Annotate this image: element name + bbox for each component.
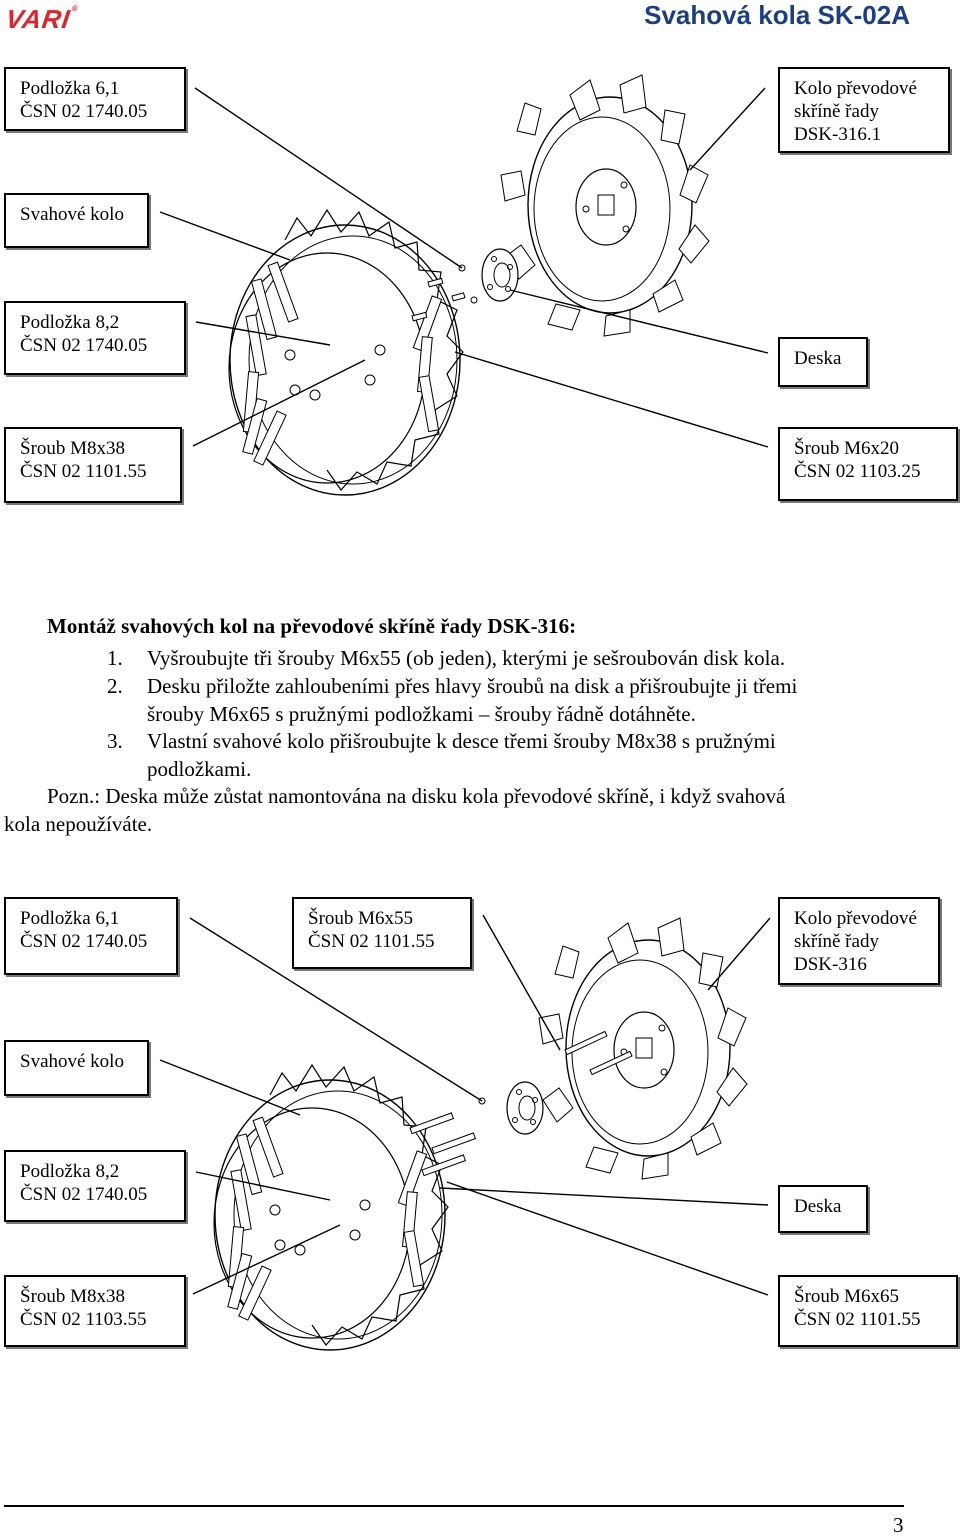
label-slope-wheel-2: Svahové kolo xyxy=(4,1040,149,1096)
label-plate-1: Deska xyxy=(778,337,868,387)
gear-wheel-drawing-1 xyxy=(500,74,710,337)
document-title: Svahová kola SK-02A xyxy=(644,0,910,30)
step-3: 3. Vlastní svahové kolo přišroubujte k d… xyxy=(107,729,776,781)
label-slope-wheel-1: Svahové kolo xyxy=(4,193,149,248)
plate-drawing-2 xyxy=(506,1081,544,1135)
note-line-2: kola nepoužíváte. xyxy=(4,812,153,836)
slope-wheel-drawing-1 xyxy=(228,209,464,496)
step-2: 2. Desku přiložte zahloubeními přes hlav… xyxy=(107,674,798,726)
step-1: 1. Vyšroubujte tři šrouby M6x55 (ob jede… xyxy=(107,646,786,670)
leader-lines-2 xyxy=(159,914,771,1296)
note-line-1: Pozn.: Deska může zůstat namontována na … xyxy=(47,784,786,808)
footer-rule xyxy=(4,1505,904,1507)
page-number: 3 xyxy=(893,1513,904,1537)
label-plate-2: Deska xyxy=(778,1185,868,1233)
instructions-heading: Montáž svahových kol na převodové skříně… xyxy=(47,614,577,638)
plate-drawing-1 xyxy=(481,248,519,302)
leader-lines-1 xyxy=(159,87,769,448)
slope-wheel-drawing-2 xyxy=(213,1064,449,1351)
screws-2 xyxy=(409,1030,633,1177)
